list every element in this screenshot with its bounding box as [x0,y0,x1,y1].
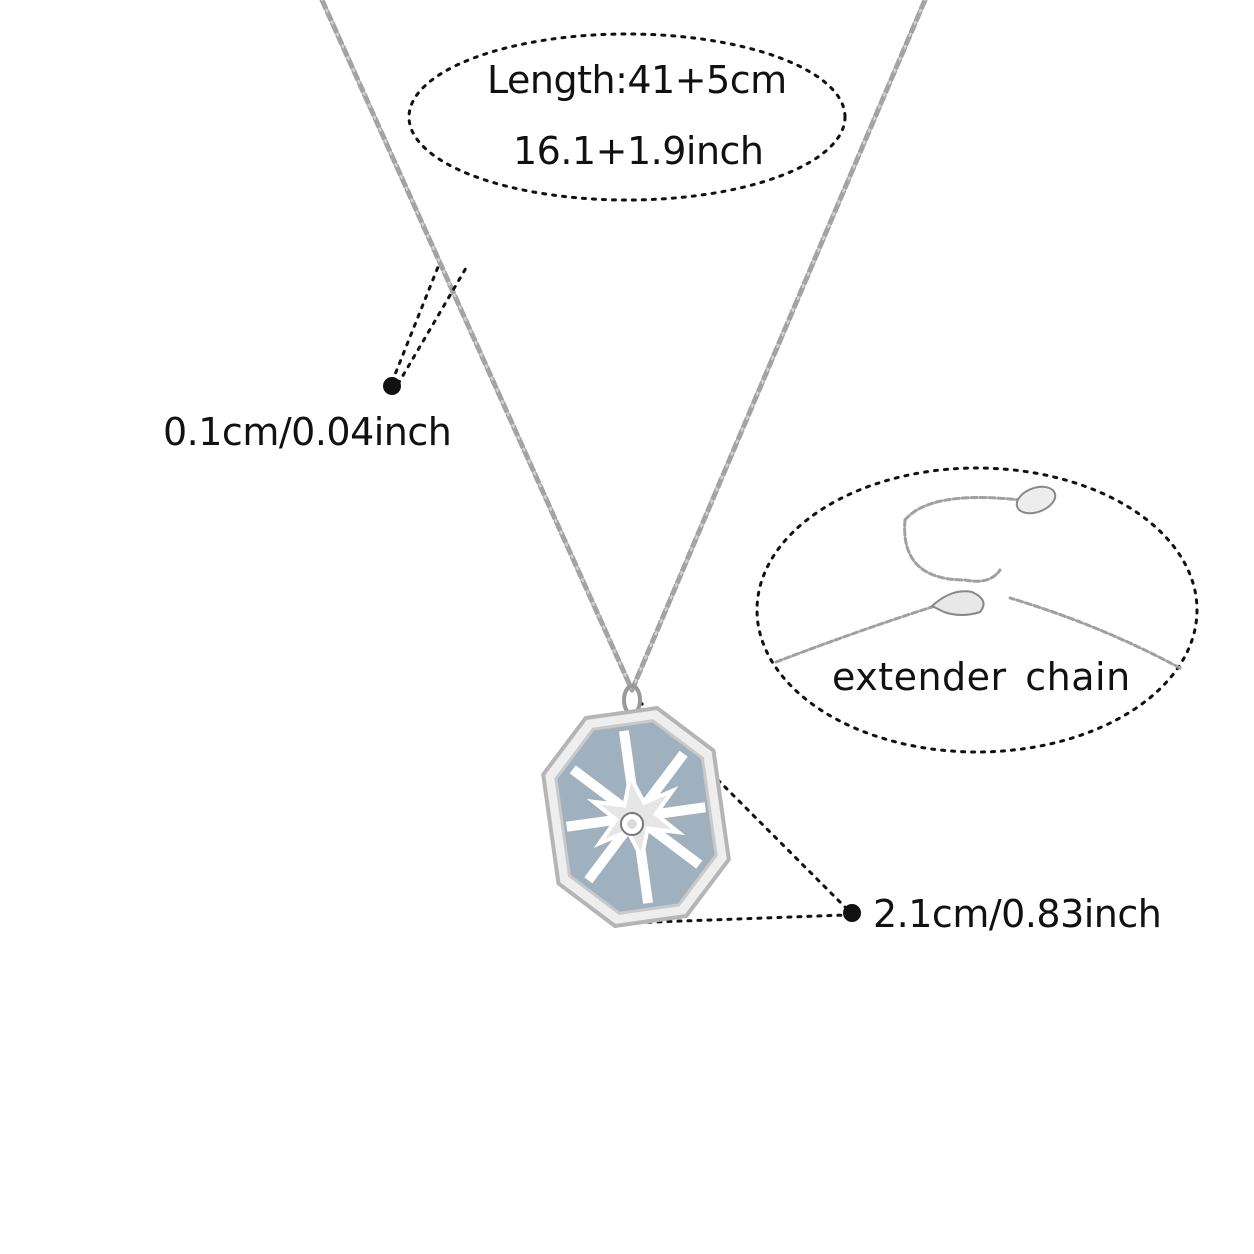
callout-dot [383,377,401,395]
chain-width-callout [383,260,468,395]
length-cm-label: Length:41+5cm [487,58,787,102]
lobster-clasp-icon [930,485,1057,616]
length-inch-label: 16.1+1.9inch [513,129,764,173]
length-ellipse [407,32,847,202]
extender-chain-label: extender chain [832,655,1131,699]
extender-chain [774,496,1182,670]
chain-width-label: 0.1cm/0.04inch [163,410,452,454]
pendant-size-label: 2.1cm/0.83inch [873,892,1162,936]
extender-ellipse [755,466,1199,754]
octagon-star-pendant-icon [541,684,731,929]
callout-dot [843,904,861,922]
